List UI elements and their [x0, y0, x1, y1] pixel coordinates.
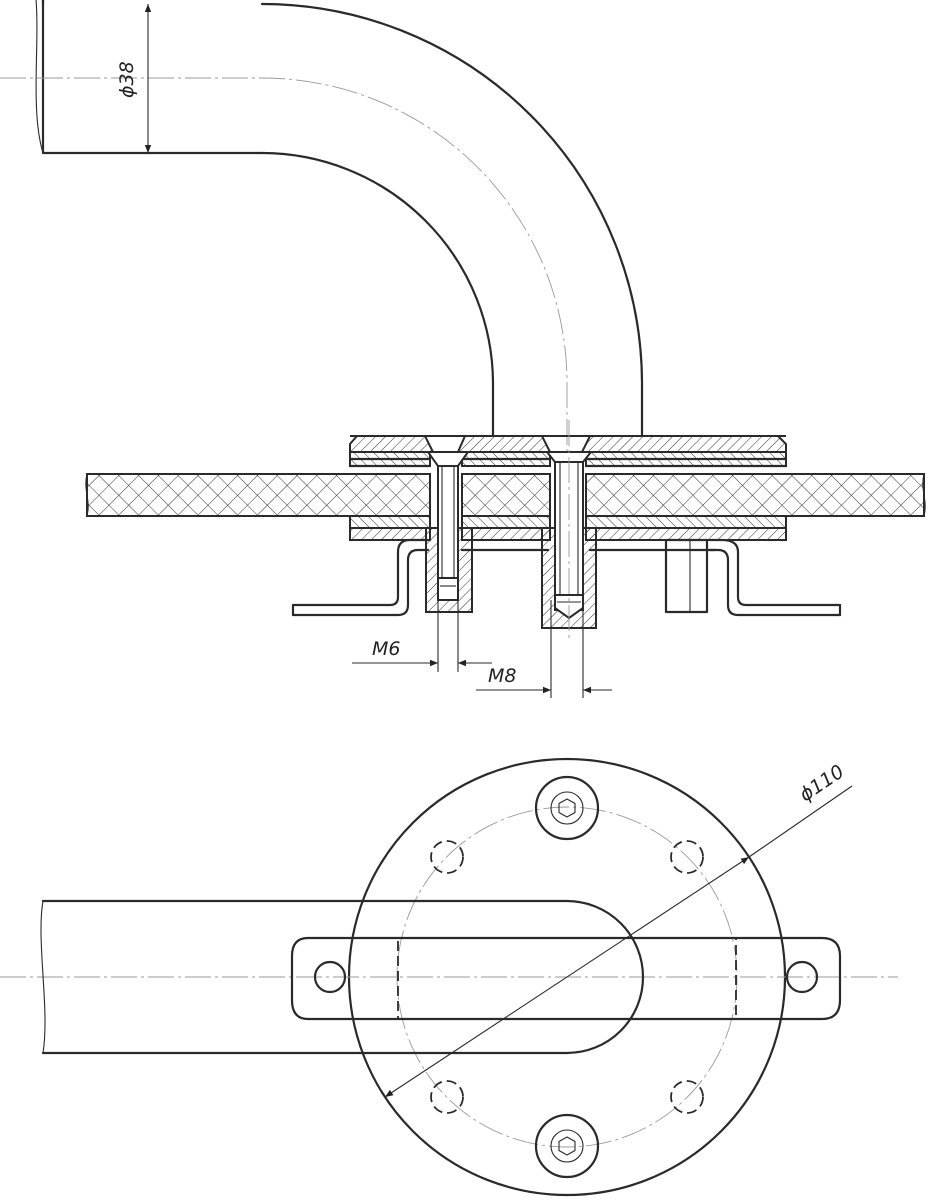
mounting-bracket: [291, 538, 842, 617]
dim-thread-m6-label: M6: [372, 638, 400, 660]
dim-flange-diameter: ϕ110: [384, 761, 853, 1098]
dim-tube-diameter-label: ϕ38: [116, 61, 138, 98]
dim-thread-m8: M8: [476, 600, 612, 698]
dim-flange-diameter-label: ϕ110: [795, 761, 848, 807]
top-view: ϕ110: [0, 757, 898, 1197]
dim-thread-m8-label: M8: [488, 665, 516, 687]
top-flange-section: [348, 435, 788, 467]
dim-tube-diameter: ϕ38: [116, 4, 152, 153]
socket-bolt-top: [534, 775, 600, 841]
wall-panel-section: [85, 464, 926, 517]
bolt-m8: [541, 420, 597, 640]
hidden-plate: [397, 937, 737, 1020]
bent-tube: [0, 0, 644, 455]
front-view: ϕ38: [0, 0, 926, 698]
socket-bolt-bottom: [534, 1113, 600, 1179]
strap-plate: [290, 936, 842, 1021]
dim-thread-m6: M6: [352, 590, 492, 672]
